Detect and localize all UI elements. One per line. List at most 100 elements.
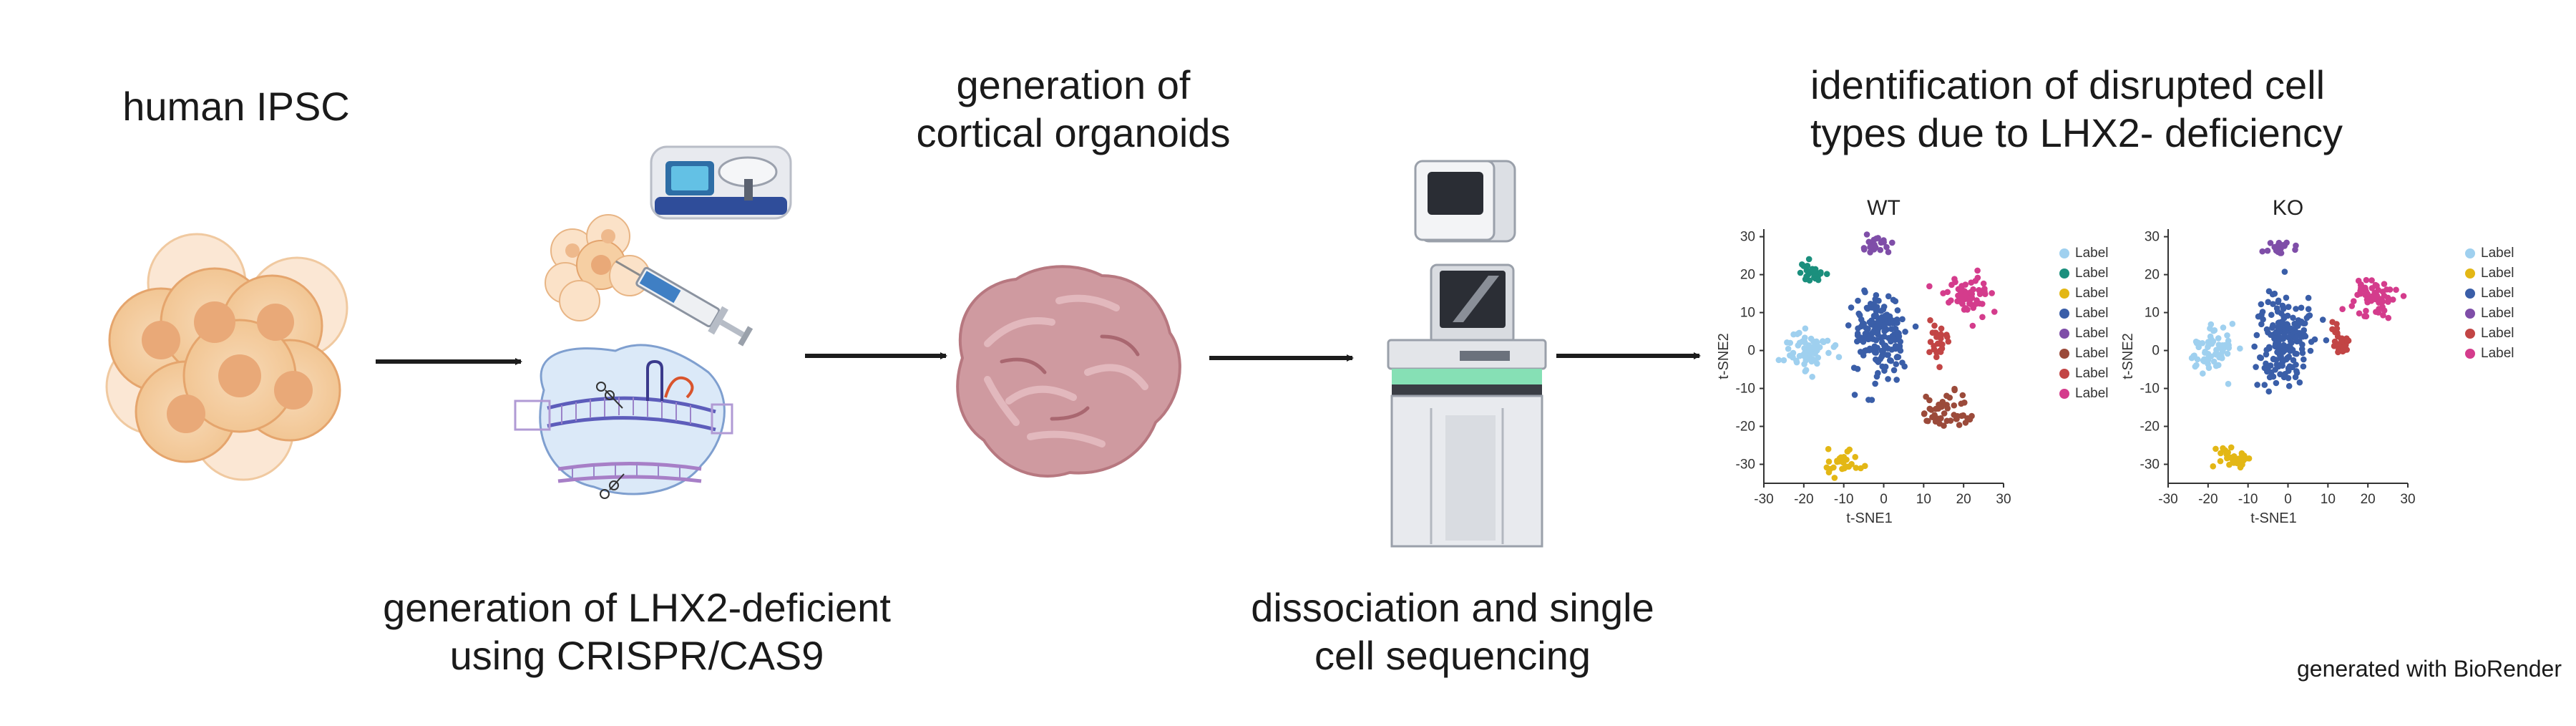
data-point — [1818, 268, 1824, 276]
data-point — [2364, 299, 2371, 306]
ipsc-label: human IPSC — [122, 84, 350, 129]
data-point — [1938, 325, 1945, 332]
data-point — [2285, 367, 2292, 374]
data-point — [1858, 323, 1865, 330]
data-point — [2303, 314, 2311, 321]
data-point — [1870, 312, 1878, 319]
data-point — [1896, 344, 1903, 350]
legend-label: Label — [2075, 366, 2109, 381]
data-point — [1883, 326, 1890, 333]
data-point — [1941, 410, 1948, 417]
data-point — [2237, 345, 2243, 352]
data-point — [2270, 355, 2277, 362]
data-point — [2361, 313, 2368, 319]
data-point — [1962, 420, 1969, 426]
data-point — [2200, 370, 2206, 377]
x-tick-label: 30 — [2400, 492, 2415, 507]
data-point — [2202, 349, 2208, 356]
data-point — [1885, 293, 1892, 300]
data-point — [2368, 277, 2375, 284]
legend-swatch — [2059, 248, 2069, 258]
data-point — [1929, 329, 1936, 336]
data-point — [2210, 463, 2217, 470]
lhx2-label-line2: using CRISPR/CAS9 — [449, 633, 824, 679]
data-point — [1926, 283, 1933, 290]
legend-label: Label — [2075, 346, 2109, 361]
data-point — [2357, 281, 2364, 289]
data-point — [1806, 277, 1813, 284]
x-tick-label: -10 — [2238, 492, 2258, 507]
data-point — [1801, 361, 1807, 367]
data-point — [2279, 319, 2286, 326]
data-point — [1854, 366, 1861, 372]
data-point — [1980, 280, 1987, 287]
x-tick-label: 0 — [2284, 492, 2292, 507]
data-point — [1893, 361, 1900, 367]
data-point — [2273, 379, 2280, 387]
data-point — [1887, 357, 1894, 364]
data-point — [2275, 239, 2283, 246]
data-point — [2226, 461, 2233, 468]
data-point — [1896, 333, 1903, 340]
data-point — [1946, 299, 1952, 306]
data-point — [1797, 269, 1804, 276]
data-point — [1860, 246, 1868, 253]
data-point — [2268, 311, 2275, 319]
data-point — [1790, 349, 1797, 357]
chart-title: KO — [2273, 196, 2303, 220]
data-point — [1951, 402, 1958, 409]
data-point — [1878, 334, 1884, 342]
data-point — [1862, 330, 1869, 337]
data-point — [2333, 321, 2340, 327]
data-point — [1848, 460, 1855, 468]
data-point — [1883, 352, 1890, 358]
legend-item: Label — [2465, 304, 2514, 324]
series-7 — [1926, 267, 1998, 329]
data-point — [1802, 339, 1808, 346]
data-point — [1802, 325, 1809, 332]
data-point — [1933, 354, 1940, 360]
data-point — [1796, 352, 1803, 359]
x-tick-label: -20 — [2198, 492, 2218, 507]
data-point — [2257, 354, 2263, 361]
data-point — [2287, 332, 2294, 339]
data-point — [2245, 455, 2253, 462]
data-point — [1945, 338, 1952, 345]
data-point — [2379, 289, 2386, 295]
legend-swatch — [2059, 389, 2069, 399]
y-tick-label: 10 — [2145, 306, 2160, 321]
x-axis-label: t-SNE1 — [2250, 510, 2296, 526]
data-point — [2381, 281, 2388, 287]
data-point — [1968, 279, 1975, 286]
data-point — [2289, 364, 2296, 371]
legend-swatch — [2059, 268, 2069, 279]
x-tick-label: 30 — [1996, 492, 2011, 507]
data-point — [2375, 309, 2382, 316]
data-point — [1832, 342, 1839, 349]
data-point — [1927, 317, 1933, 324]
identification-label-line2: types due to LHX2- deficiency — [1810, 110, 2343, 156]
series-2 — [1823, 445, 1868, 481]
legend-label: Label — [2481, 246, 2514, 261]
data-point — [2329, 326, 2336, 333]
data-point — [1795, 342, 1802, 349]
data-point — [2281, 268, 2288, 275]
series-3 — [1845, 287, 1919, 403]
data-point — [1861, 287, 1868, 294]
dissociator-device-icon — [1414, 160, 1516, 243]
data-point — [1780, 357, 1787, 364]
data-point — [1865, 326, 1871, 332]
y-tick-label: -10 — [2140, 382, 2160, 397]
data-point — [1855, 297, 1861, 304]
data-point — [2272, 343, 2278, 349]
data-point — [1872, 296, 1878, 303]
data-point — [1944, 289, 1951, 296]
series-1 — [1797, 256, 1830, 284]
data-point — [1946, 395, 1953, 401]
sequencer-device-icon — [1387, 263, 1547, 548]
data-point — [1931, 322, 1938, 329]
data-point — [2265, 364, 2272, 370]
y-tick-label: 10 — [1740, 306, 1755, 321]
data-point — [1932, 418, 1939, 425]
